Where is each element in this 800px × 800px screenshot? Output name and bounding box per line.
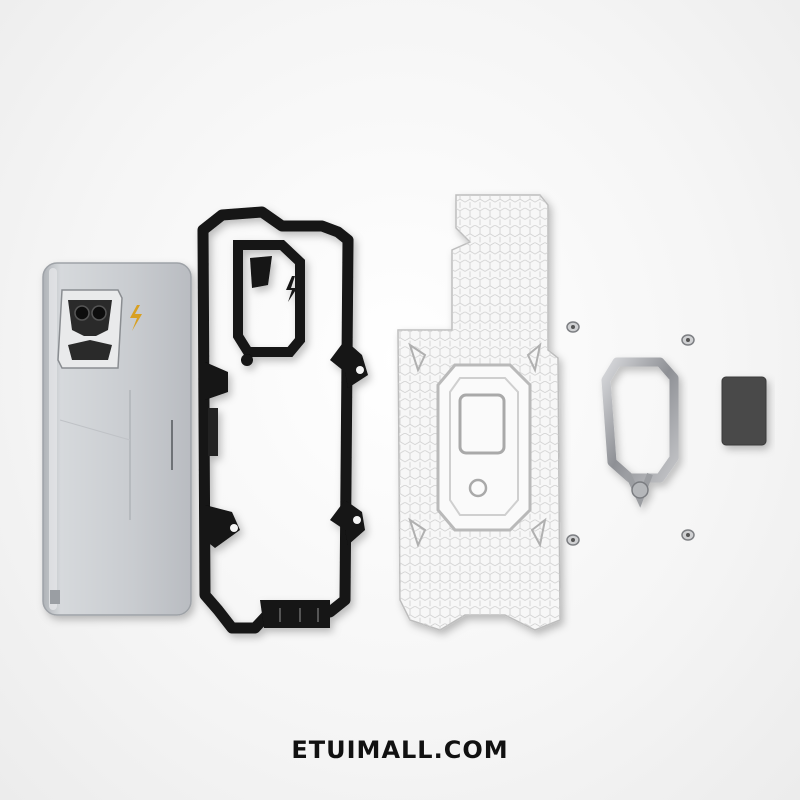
metal-ring-holder (601, 357, 679, 508)
lightning-logo-icon (130, 305, 142, 331)
bumper-lightning-icon (286, 276, 297, 302)
black-bumper-frame (197, 206, 368, 634)
camera-module-icon (57, 289, 123, 369)
watermark-text: ETUIMALL.COM (291, 736, 509, 764)
screw-icon (681, 529, 695, 541)
screw-icon (681, 334, 695, 346)
screw-icon (566, 321, 580, 333)
magnetic-plate (721, 376, 767, 446)
phone-back (42, 262, 192, 616)
screws (566, 321, 695, 546)
clear-honeycomb-back-panel (397, 194, 561, 631)
screw-icon (566, 534, 580, 546)
